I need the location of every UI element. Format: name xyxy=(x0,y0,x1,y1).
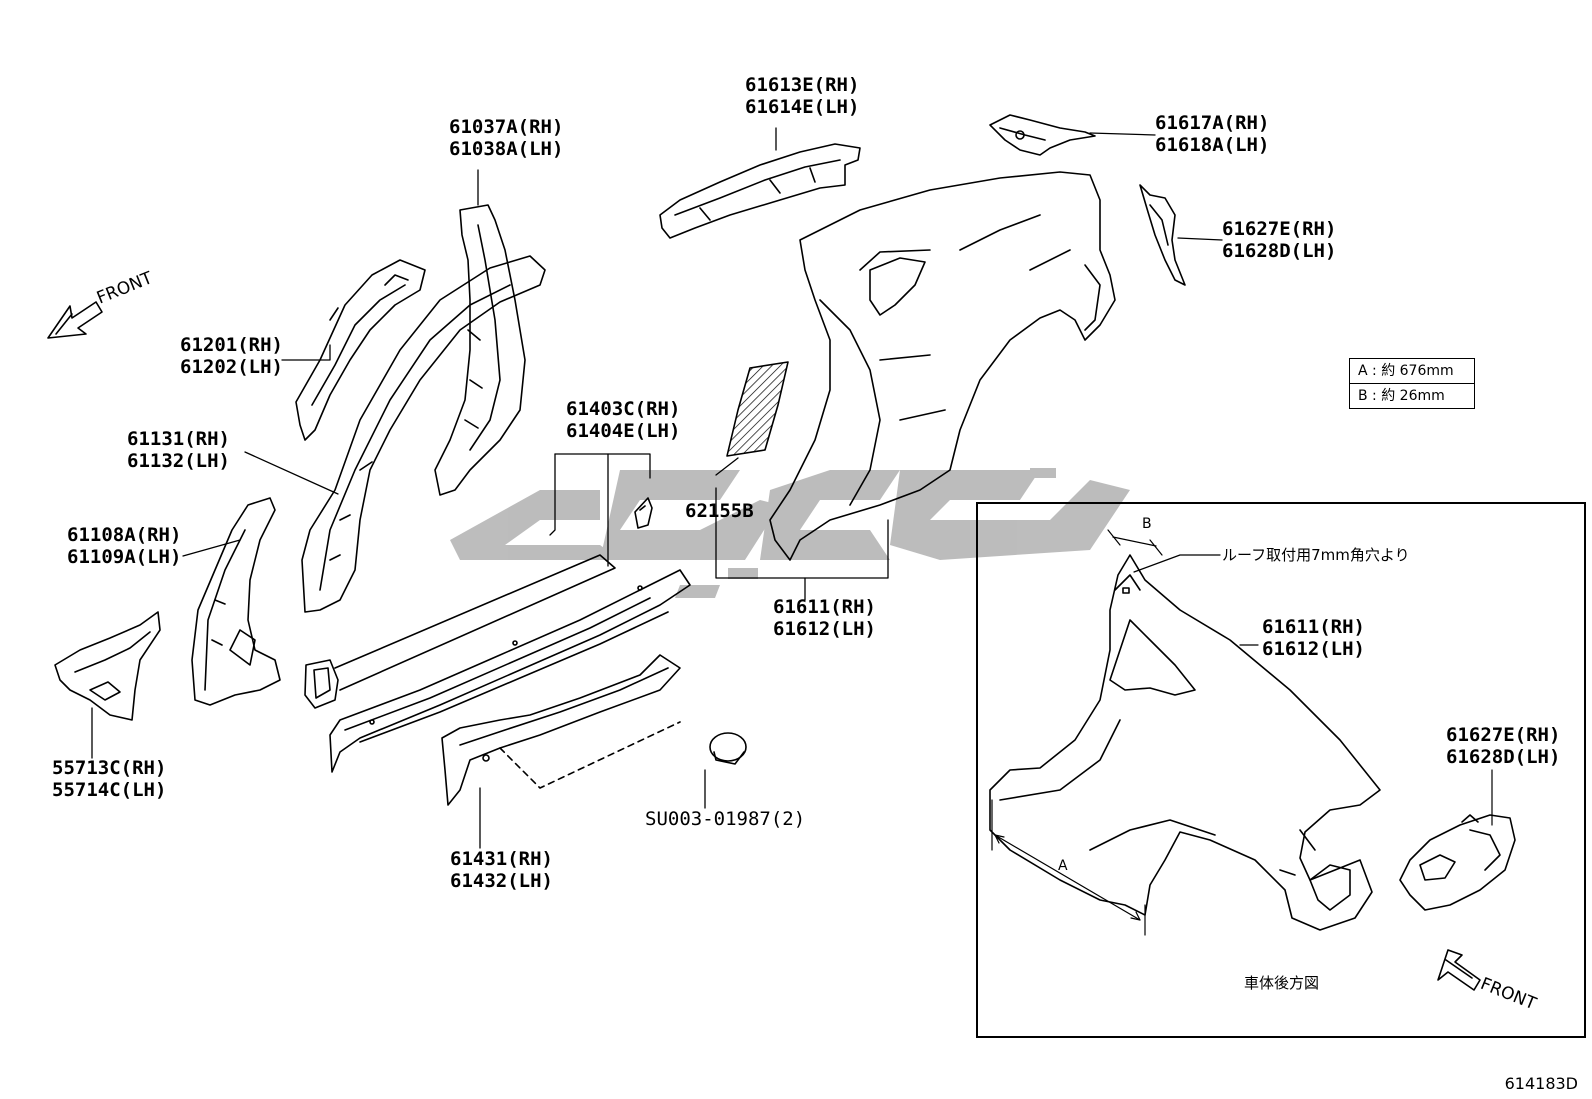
label-61037-lh: 61038A(LH) xyxy=(449,138,564,160)
label-61617-rh: 61617A(RH) xyxy=(1155,112,1270,134)
label-61627-rh: 61627E(RH) xyxy=(1222,218,1337,240)
label-55713-rh: 55713C(RH) xyxy=(52,757,167,779)
label-61611-rh: 61611(RH) xyxy=(773,596,876,618)
label-61403: 61403C(RH) 61404E(LH) xyxy=(566,398,680,442)
part-61617-drawing xyxy=(989,114,1096,156)
part-61431-drawing xyxy=(441,654,681,806)
inset-a-marker: A xyxy=(1058,858,1068,874)
label-55713-lh: 55714C(LH) xyxy=(52,779,167,801)
front-arrow-icon xyxy=(47,301,103,339)
part-62155-drawing xyxy=(726,361,789,457)
part-61108-drawing xyxy=(191,497,281,706)
label-61611: 61611(RH) 61612(LH) xyxy=(773,596,876,640)
inset-label-61627-rh: 61627E(RH) xyxy=(1446,724,1561,746)
plug-drawing xyxy=(709,732,747,765)
label-61403-rh: 61403C(RH) xyxy=(566,398,681,420)
label-61403-lh: 61404E(LH) xyxy=(566,420,681,442)
label-61613-lh: 61614E(LH) xyxy=(745,96,860,118)
dimension-a: A : 約 676mm xyxy=(1358,363,1454,379)
inset-caption: 車体後方図 xyxy=(1244,974,1320,992)
inset-label-61627-lh: 61628D(LH) xyxy=(1446,746,1561,768)
label-61431-rh: 61431(RH) xyxy=(450,848,553,870)
inset-roof-note: ルーフ取付用7mm角穴より xyxy=(1222,546,1410,564)
label-62155-code: 62155B xyxy=(685,500,754,522)
label-61431-lh: 61432(LH) xyxy=(450,870,553,892)
part-55713-drawing xyxy=(54,611,161,721)
label-61131-lh: 61132(LH) xyxy=(127,450,230,472)
inset-part-61627-drawing xyxy=(1399,814,1516,911)
label-61201-rh: 61201(RH) xyxy=(180,334,283,356)
label-61108-rh: 61108A(RH) xyxy=(67,524,182,546)
watermark-logo xyxy=(450,468,1130,598)
label-61617: 61617A(RH) 61618A(LH) xyxy=(1155,112,1269,156)
label-61627-lh: 61628D(LH) xyxy=(1222,240,1337,262)
label-61613-rh: 61613E(RH) xyxy=(745,74,860,96)
label-su003: SU003-01987(2) xyxy=(645,808,805,830)
inset-label-61611: 61611(RH) 61612(LH) xyxy=(1262,616,1365,660)
part-61613-drawing xyxy=(659,143,861,239)
label-61431: 61431(RH) 61432(LH) xyxy=(450,848,553,892)
inset-b-marker: B xyxy=(1142,516,1152,532)
label-55713: 55713C(RH) 55714C(LH) xyxy=(52,757,166,801)
label-61108-lh: 61109A(LH) xyxy=(67,546,182,568)
part-61627-drawing xyxy=(1139,184,1186,286)
label-61201: 61201(RH) 61202(LH) xyxy=(180,334,283,378)
label-61201-lh: 61202(LH) xyxy=(180,356,283,378)
label-61131-rh: 61131(RH) xyxy=(127,428,230,450)
label-61611-lh: 61612(LH) xyxy=(773,618,876,640)
label-61613: 61613E(RH) 61614E(LH) xyxy=(745,74,859,118)
label-61627: 61627E(RH) 61628D(LH) xyxy=(1222,218,1336,262)
inset-label-61627: 61627E(RH) 61628D(LH) xyxy=(1446,724,1560,768)
part-61611-drawing xyxy=(769,171,1116,561)
leader-lines xyxy=(91,127,1223,849)
part-61403-drawing xyxy=(329,569,691,773)
dimension-b: B : 約 26mm xyxy=(1350,383,1474,408)
clip-drawing xyxy=(634,497,653,529)
label-61108: 61108A(RH) 61109A(LH) xyxy=(67,524,181,568)
dimension-legend: A : 約 676mm B : 約 26mm xyxy=(1349,358,1475,409)
inset-quarter-panel-drawing xyxy=(989,554,1381,931)
label-62155: 62155B xyxy=(685,500,754,522)
inset-label-61611-lh: 61612(LH) xyxy=(1262,638,1365,660)
catalog-number: 614183D xyxy=(1504,1074,1578,1093)
inset-label-61611-rh: 61611(RH) xyxy=(1262,616,1365,638)
rear-view-inset xyxy=(976,502,1586,1038)
part-61037-drawing xyxy=(434,204,526,496)
inset-dimension-lines xyxy=(991,529,1493,936)
label-61131: 61131(RH) 61132(LH) xyxy=(127,428,230,472)
label-61617-lh: 61618A(LH) xyxy=(1155,134,1270,156)
part-61201-drawing xyxy=(295,259,426,441)
label-61037-rh: 61037A(RH) xyxy=(449,116,564,138)
label-61037: 61037A(RH) 61038A(LH) xyxy=(449,116,563,160)
inset-front-arrow-icon xyxy=(1437,949,1481,991)
label-su003-code: SU003-01987(2) xyxy=(645,808,806,830)
